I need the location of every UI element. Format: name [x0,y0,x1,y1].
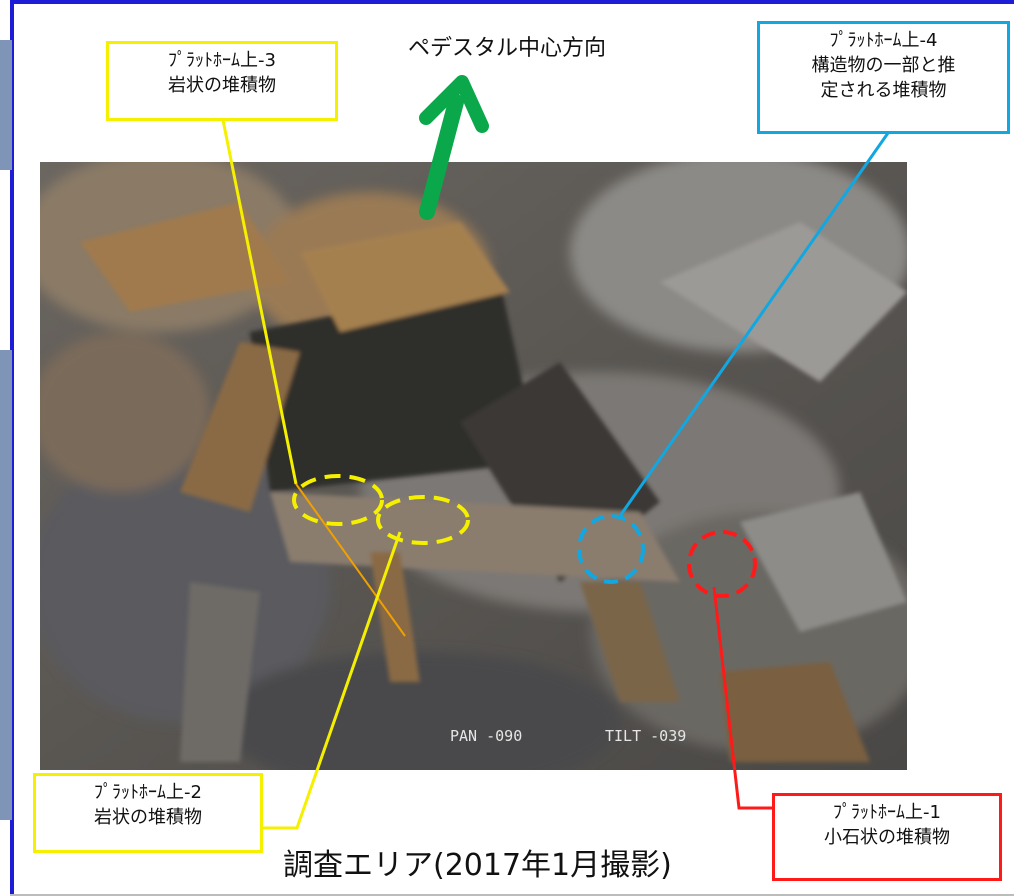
osd-pan: PAN -090 [450,727,522,745]
label-platform-2: ﾌﾟﾗｯﾄﾎｰﾑ上-2 岩状の堆積物 [33,773,263,853]
deposit-marker-3 [292,474,384,526]
leader-line-2 [260,531,402,830]
side-strip-top [0,40,12,170]
label-1-line2: 小石状の堆積物 [824,827,950,848]
frame-left-border [10,0,14,896]
deposit-marker-2 [376,495,470,545]
label-4-line2: 構造物の一部と推 [811,55,956,76]
label-2-line2: 岩状の堆積物 [94,807,202,828]
label-platform-4: ﾌﾟﾗｯﾄﾎｰﾑ上-4 構造物の一部と推 定される堆積物 [757,21,1010,134]
label-platform-1: ﾌﾟﾗｯﾄﾎｰﾑ上-1 小石状の堆積物 [772,793,1002,881]
deposit-marker-4 [577,514,645,584]
side-strip-bottom [0,350,12,820]
label-2-line1: ﾌﾟﾗｯﾄﾎｰﾑ上-2 [94,782,202,803]
investigation-photo: PAN -090 TILT -039 [40,162,907,770]
pedestal-direction-arrow [419,75,489,220]
label-4-line3: 定される堆積物 [820,80,947,101]
label-3-line2: 岩状の堆積物 [168,75,276,96]
frame-bottom-border [10,894,1014,896]
frame-top-border [10,0,1014,4]
direction-label: ペデスタル中心方向 [408,36,607,61]
deposit-marker-1 [687,530,757,598]
leader-line-3 [221,119,406,637]
label-4-line1: ﾌﾟﾗｯﾄﾎｰﾑ上-4 [829,30,938,51]
label-platform-3: ﾌﾟﾗｯﾄﾎｰﾑ上-3 岩状の堆積物 [106,41,338,121]
survey-area-caption: 調査エリア(2017年1月撮影) [283,848,672,883]
leader-line-4 [618,132,890,517]
label-3-line1: ﾌﾟﾗｯﾄﾎｰﾑ上-3 [168,50,276,71]
osd-tilt: TILT -039 [605,727,686,745]
label-1-line1: ﾌﾟﾗｯﾄﾎｰﾑ上-1 [833,802,941,823]
leader-line-1 [712,586,775,810]
